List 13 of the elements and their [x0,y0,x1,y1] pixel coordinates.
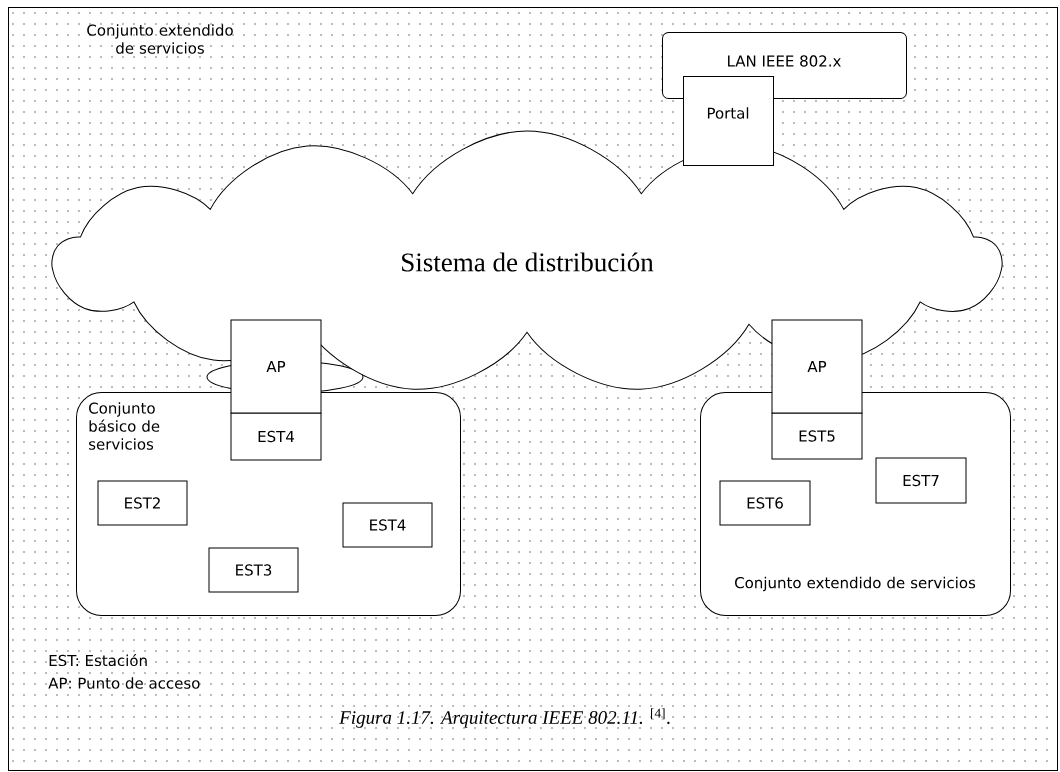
station-box: EST5 [771,412,863,460]
station-box: AP [771,319,863,414]
station-box: EST2 [97,480,188,526]
station-box: EST4 [342,502,433,548]
portal-box: Portal [683,76,774,166]
legend-text: EST: Estación [49,653,147,667]
station-box: EST6 [719,480,811,526]
caption: Figura 1.17. Arquitectura IEEE 802.11. $^{[4]}$. [339,708,670,728]
station-box: EST4 [230,412,322,461]
station-box: EST3 [208,547,299,593]
station-box: AP [230,319,322,414]
legend-text: AP: Punto de acceso [48,677,200,689]
station-box: EST7 [875,457,967,504]
